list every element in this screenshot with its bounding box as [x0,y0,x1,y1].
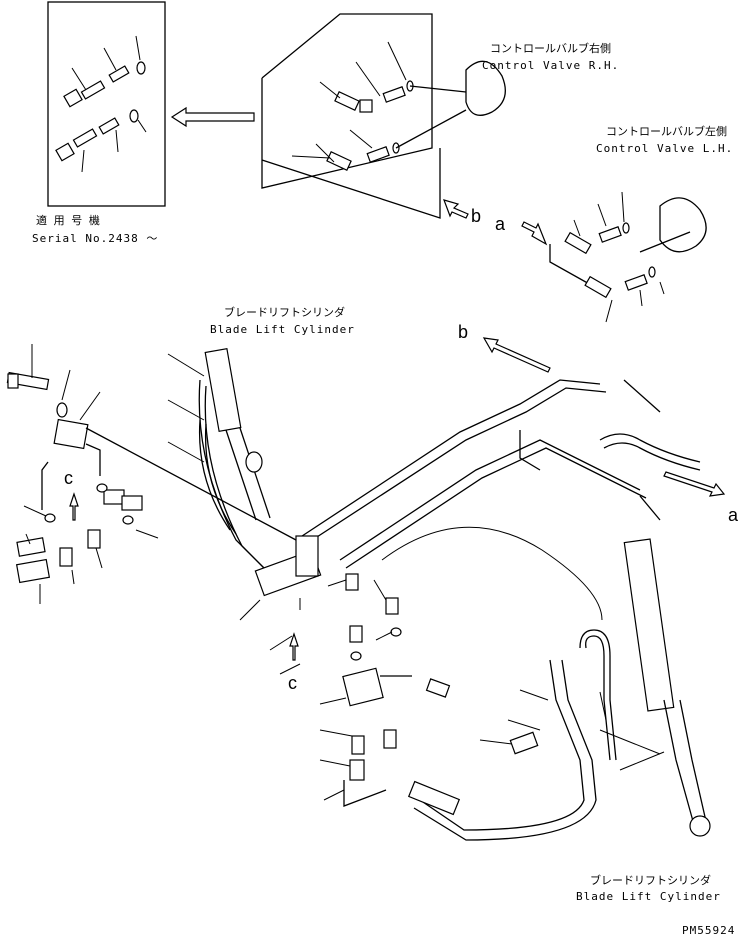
blade-lift-cylinder-lower [407,538,711,841]
blade-lift-cylinder-lower-label: Blade Lift Cylinder [576,890,721,903]
control-valve-lh-label: Control Valve L.H. [596,142,734,155]
ref-letter-c-left: c [64,468,73,488]
inset-fittings [55,35,147,173]
ref-letter-b-mid: b [458,322,469,342]
main-piping [295,379,701,569]
blade-lift-cylinder-upper-label-jp: ブレードリフトシリンダ [224,306,345,319]
left-exploded-parts [6,344,297,604]
inset-arrow [170,106,255,128]
blade-lift-cylinder-lower-label-jp: ブレードリフトシリンダ [590,874,711,887]
blade-lift-cylinder-upper-label: Blade Lift Cylinder [210,323,355,336]
drawing-number: PM55924 [682,924,736,937]
ref-letter-a-upper: a [495,214,506,234]
inset-box [47,1,166,207]
control-valve-rh-label-jp: コントロールバルブ右側 [490,42,611,55]
inset-applicable-serial-label-jp: 適 用 号 機 [36,214,100,227]
ref-arrow-b-mid [482,337,551,373]
valve-block-lower [319,667,451,807]
ref-arrow-c-left [69,492,79,521]
control-valve-rh-label: Control Valve R.H. [482,59,620,72]
ref-arrow-c-center [289,632,299,661]
control-valve-lh-label-jp: コントロールバルブ左側 [606,125,727,138]
ref-arrow-a-mid [663,471,726,497]
cv-lh-group [521,191,707,323]
blade-lift-cylinder-upper [167,348,322,610]
ref-letter-b-upper: b [471,206,482,226]
ref-letter-a-mid: a [728,505,739,525]
ref-letter-c-center: c [288,673,297,693]
mid-fittings [327,573,402,661]
inset-serial-number-label: Serial No.2438 ～ [32,232,159,245]
cv-rh-group [261,13,506,219]
frame-outlines [239,526,665,771]
